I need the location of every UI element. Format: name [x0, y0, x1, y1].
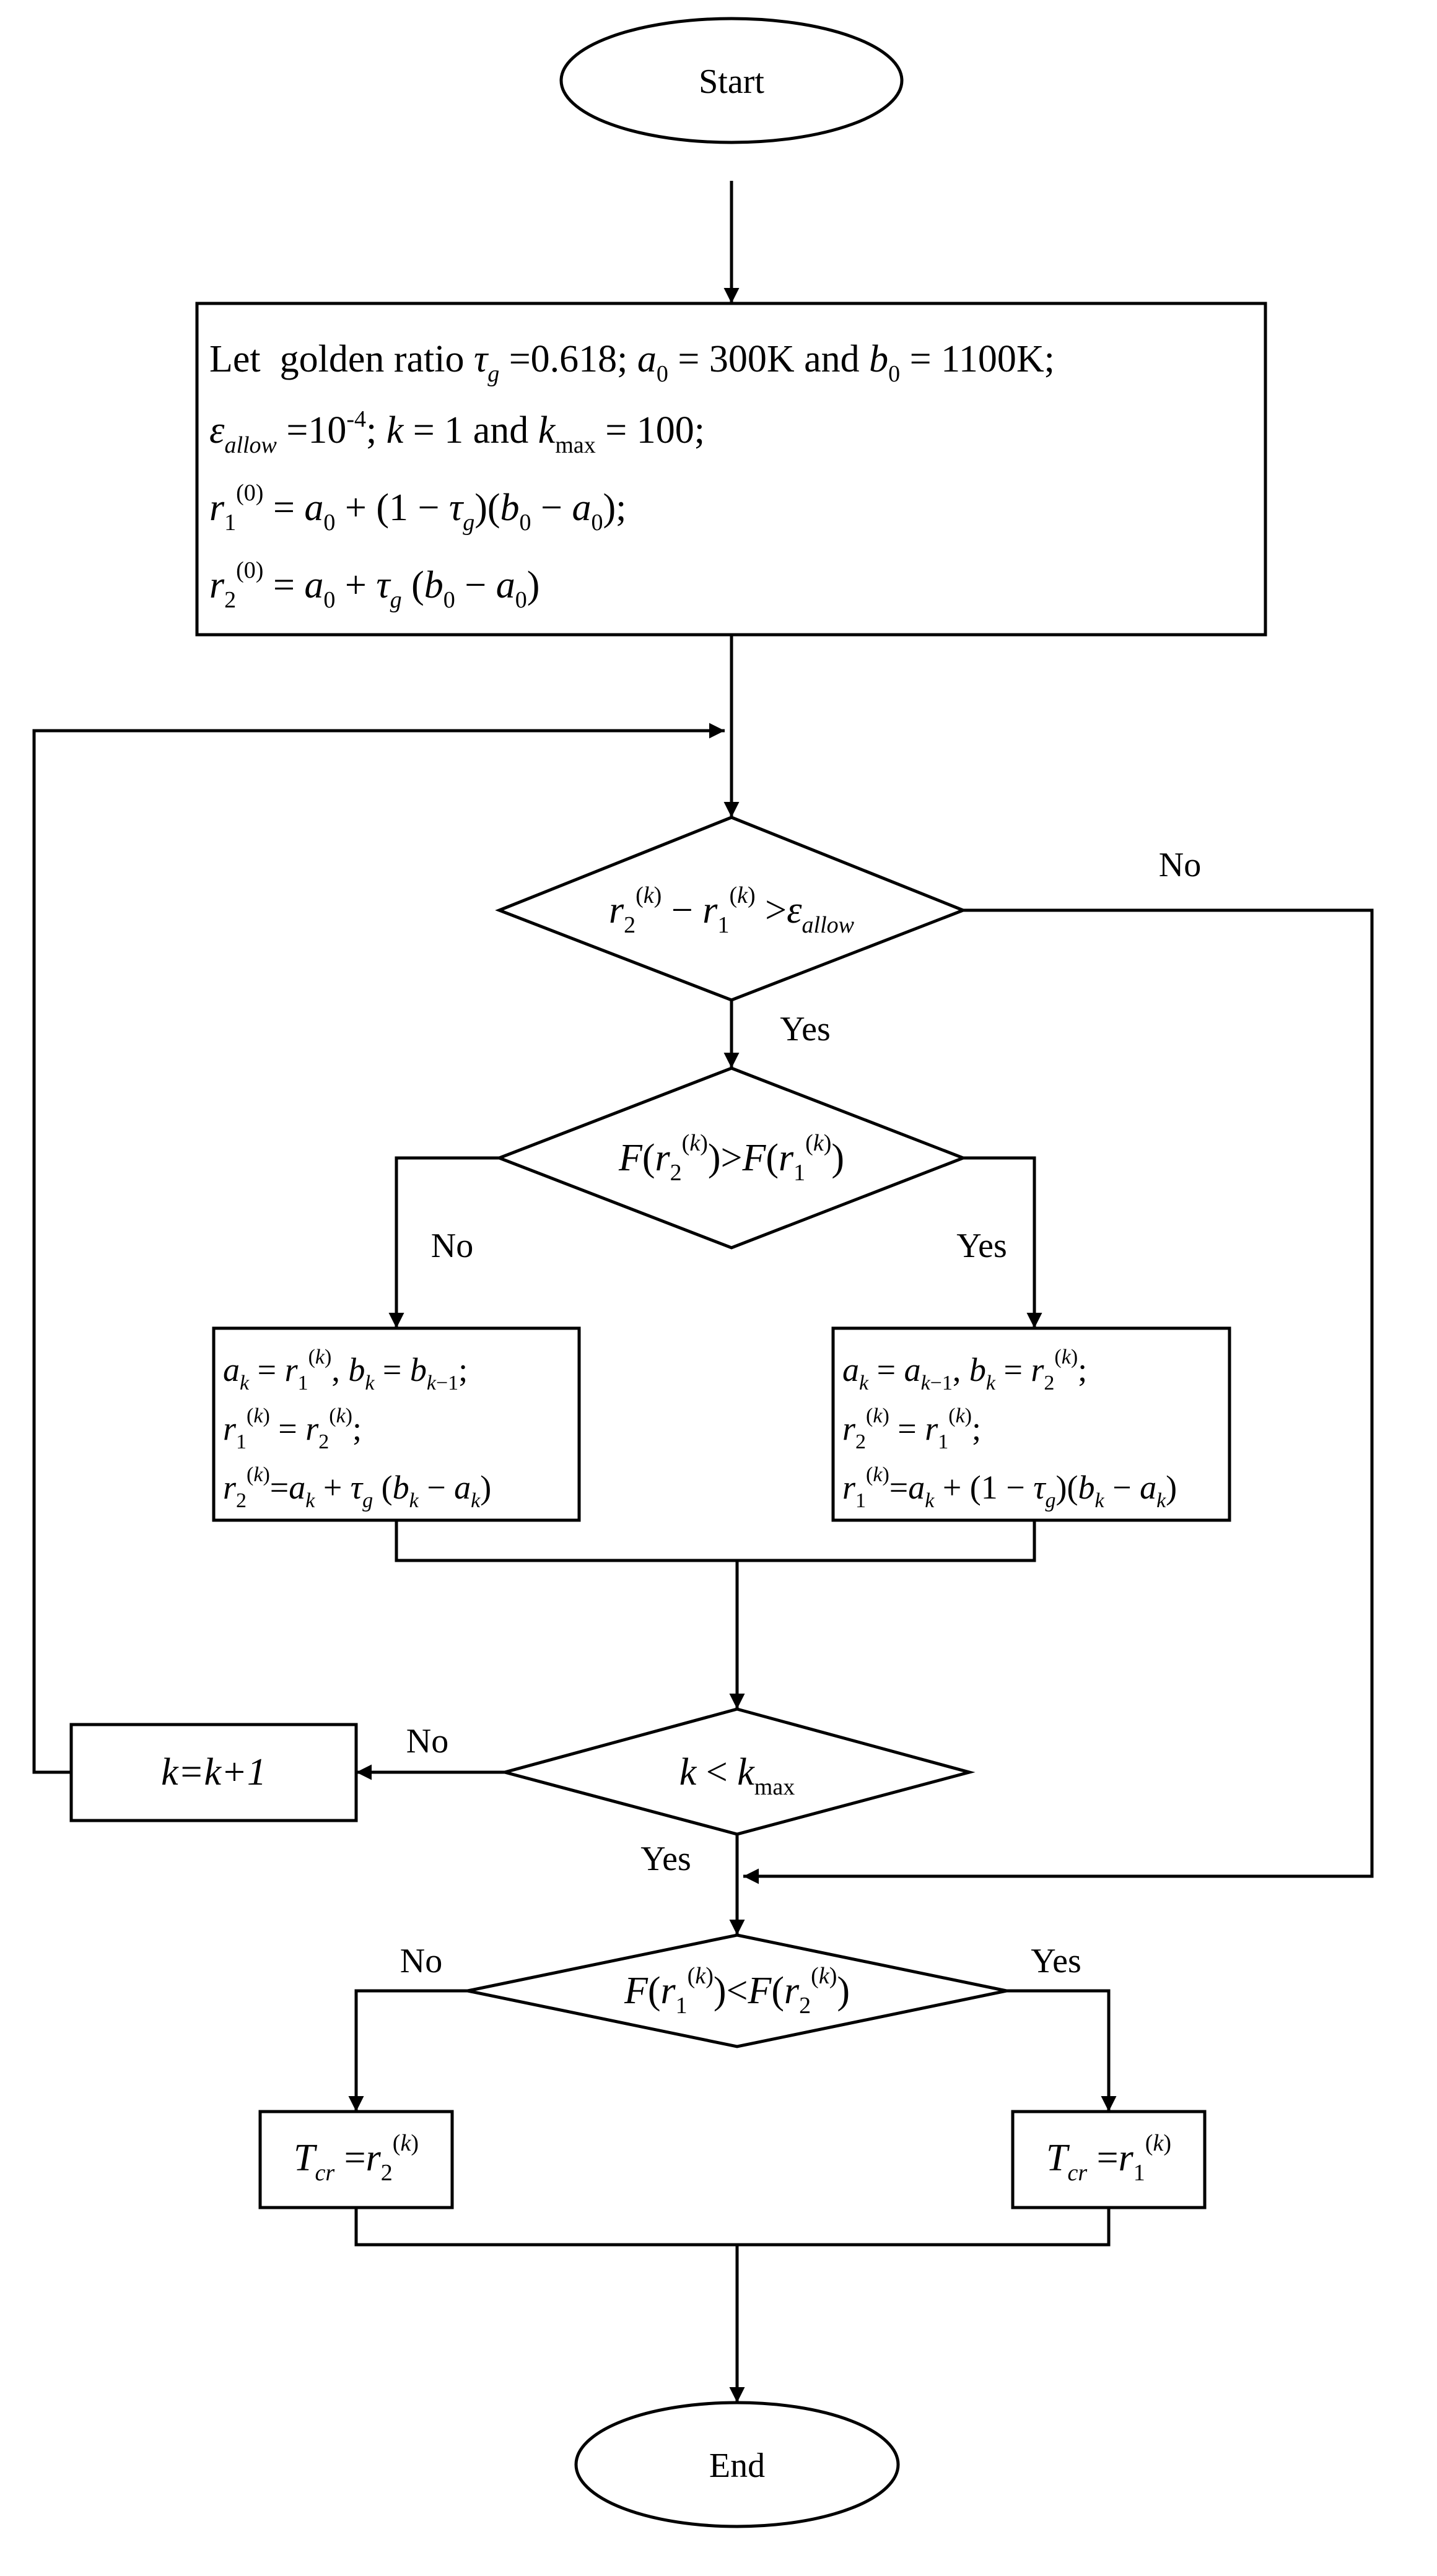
end-label: End: [709, 2447, 765, 2485]
line-result-right-down: [737, 2208, 1111, 2247]
decision-iteration-limit: k < kmax: [499, 1707, 976, 1836]
init-line-4: r2(0) = a0 + τg (b0 − a0): [209, 557, 539, 613]
increment-box: k=k+1: [69, 1723, 358, 1822]
arrow-compare-yes: [963, 1156, 1042, 1328]
convergence-yes-label: Yes: [780, 1010, 830, 1048]
line-result-left-down: [354, 2208, 737, 2247]
decision-convergence: r2(k) − r1(k) >εallow: [495, 816, 967, 1002]
result-right-formula: Tcr =r1(k): [1046, 2130, 1171, 2186]
init-line-2: εallow =10-4; k = 1 and kmax = 100;: [209, 406, 705, 458]
left-box-line-3: r2(k)=ak + τg (bk − ak): [223, 1463, 491, 1512]
compare-F-condition: F(r2(k))>F(r1(k)): [618, 1130, 844, 1186]
connectors: [32, 181, 1374, 2403]
line-left-box-down: [395, 1520, 737, 1562]
update-box-right: ak = ak−1, bk = r2(k); r2(k) = r1(k); r1…: [831, 1326, 1231, 1522]
convergence-condition: r2(k) − r1(k) >εallow: [609, 882, 855, 938]
result-left-formula: Tcr =r2(k): [294, 2130, 419, 2186]
iteration-limit-yes-label: Yes: [640, 1840, 691, 1878]
final-compare-no-label: No: [400, 1942, 442, 1980]
compare-F-yes-label: Yes: [956, 1227, 1007, 1265]
decision-final-compare: F(r1(k))<F(r2(k)): [467, 1933, 1007, 2048]
start-label: Start: [699, 63, 764, 101]
line-right-box-down: [737, 1520, 1036, 1562]
result-box-right: Tcr =r1(k): [1011, 2110, 1207, 2209]
compare-F-no-label: No: [431, 1227, 473, 1265]
left-box-line-2: r1(k) = r2(k);: [223, 1404, 362, 1453]
arrow-final-no: [348, 1989, 468, 2112]
start-terminal: Start: [559, 17, 904, 144]
right-box-line-3: r1(k)=ak + (1 − τg)(bk − ak): [842, 1463, 1177, 1512]
iteration-limit-no-label: No: [406, 1722, 448, 1760]
end-terminal: End: [574, 2401, 900, 2528]
convergence-no-label: No: [1159, 846, 1201, 884]
left-box-line-1: ak = r1(k), bk = bk−1;: [223, 1346, 468, 1395]
final-compare-yes-label: Yes: [1031, 1942, 1081, 1980]
arrow-compare-no: [388, 1156, 499, 1328]
update-box-left: ak = r1(k), bk = bk−1; r1(k) = r2(k); r2…: [212, 1326, 581, 1522]
arrow-loop-back: [32, 723, 725, 1774]
final-compare-condition: F(r1(k))<F(r2(k)): [624, 1963, 850, 2019]
init-line-3: r1(0) = a0 + (1 − τg)(b0 − a0);: [209, 480, 626, 536]
arrow-final-yes: [1007, 1989, 1117, 2112]
right-box-line-2: r2(k) = r1(k);: [842, 1404, 981, 1453]
iteration-limit-condition: k < kmax: [679, 1751, 795, 1800]
init-line-1: Let golden ratio τg =0.618; a0 = 300K an…: [209, 338, 1055, 387]
init-process-box: Let golden ratio τg =0.618; a0 = 300K an…: [195, 302, 1267, 637]
decision-compare-F: F(r2(k))>F(r1(k)): [495, 1066, 967, 1250]
arrow-convergence-no: [743, 908, 1374, 1884]
increment-label: k=k+1: [161, 1751, 266, 1793]
right-box-line-1: ak = ak−1, bk = r2(k);: [842, 1346, 1087, 1395]
result-box-left: Tcr =r2(k): [258, 2110, 454, 2209]
